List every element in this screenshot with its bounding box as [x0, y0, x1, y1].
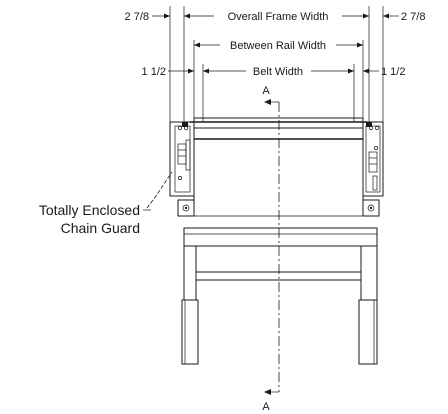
rail-offset-left-label: 1 1/2: [142, 66, 166, 78]
overall-frame-width-label: Overall Frame Width: [228, 11, 329, 23]
chain-guard-callout-line1: Totally Enclosed: [39, 202, 140, 218]
chain-guard-leader: [143, 171, 173, 211]
belt-bed: [190, 117, 367, 217]
between-rail-width-label: Between Rail Width: [230, 40, 326, 52]
belt-width-label: Belt Width: [253, 66, 303, 78]
frame-offset-left-label: 2 7/8: [125, 11, 149, 23]
dimension-lines: [152, 6, 399, 122]
section-line-a: [264, 99, 280, 395]
chain-guard-callout-line2: Chain Guard: [61, 220, 140, 236]
section-marker-top: A: [262, 85, 270, 97]
frame-offset-right-label: 2 7/8: [401, 11, 425, 23]
rail-offset-right-label: 1 1/2: [381, 66, 405, 78]
left-chain-guard: [169, 121, 195, 217]
section-marker-bottom: A: [262, 401, 270, 413]
support-stand: [181, 227, 378, 365]
right-chain-guard: [362, 121, 384, 217]
